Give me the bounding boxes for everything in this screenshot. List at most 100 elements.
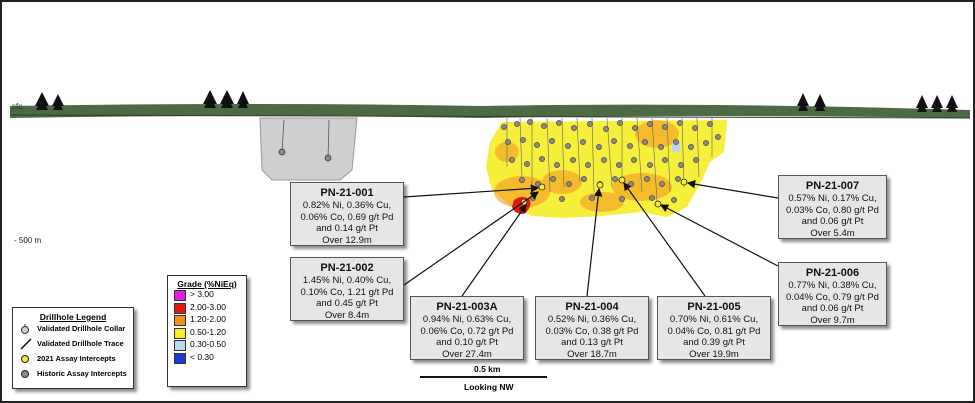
tree-icon xyxy=(237,91,249,108)
callout-line: and 0.45 g/t Pt xyxy=(316,298,378,309)
callout-pn-21-002: PN-21-002 1.45% Ni, 0.40% Cu, 0.10% Co, … xyxy=(290,257,404,321)
tree-icon xyxy=(797,93,809,111)
callout-line: Over 9.7m xyxy=(810,314,855,326)
grade-legend-title: Grade (%NiEq) xyxy=(177,279,237,289)
callout-hole-id: PN-21-005 xyxy=(687,301,741,313)
callout-line: 0.04% Co, 0.81 g/t Pd xyxy=(667,325,761,337)
historic-block-traces xyxy=(281,119,330,161)
callout-line: Over 8.4m xyxy=(324,309,370,321)
grade-legend-label: 0.50-1.20 xyxy=(190,326,226,337)
drillhole-legend-item: 2021 Assay Intercepts xyxy=(13,352,133,367)
callout-line: and 0.14 g/t Pt xyxy=(316,223,378,234)
drillhole-legend-item: Historic Assay Intercepts xyxy=(13,367,133,382)
callout-line: 0.06% Co, 0.69 g/t Pd xyxy=(300,211,394,223)
grade-legend-item: 0.30-0.50 xyxy=(168,339,246,352)
drillhole-legend-label: 2021 Assay Intercepts xyxy=(37,354,116,363)
drillhole-legend-title: Drillhole Legend xyxy=(39,312,107,322)
historic-block xyxy=(259,117,358,181)
drillhole-legend-item: Validated Drillhole Trace xyxy=(13,337,133,352)
callout-line: Over 5.4m xyxy=(810,227,855,239)
callout-pn-21-001: PN-21-001 0.82% Ni, 0.36% Cu, 0.06% Co, … xyxy=(290,182,404,246)
grade-swatch xyxy=(174,315,186,326)
callout-pn-21-007: PN-21-007 0.57% Ni, 0.17% Cu, 0.03% Co, … xyxy=(778,175,887,239)
callout-line: and 0.06 g/t Pt xyxy=(801,216,864,227)
tree-icon xyxy=(35,92,49,110)
grade-legend-item: 2.00-3.00 xyxy=(168,302,246,315)
surface-label: sfc xyxy=(12,102,23,111)
tree-icon xyxy=(52,94,64,110)
callout-line: 0.70% Ni, 0.61% Cu, xyxy=(669,314,759,325)
leader-pn-21-003a xyxy=(461,204,527,297)
grade-swatch xyxy=(174,340,186,351)
drillhole-legend-item: Validated Drillhole Collar xyxy=(13,322,133,337)
drillhole-legend: Drillhole Legend Validated Drillhole Col… xyxy=(12,307,134,389)
grade-swatch xyxy=(174,290,186,301)
yellow-dot-icon xyxy=(21,355,29,363)
callout-hole-id: PN-21-006 xyxy=(805,267,860,279)
callout-leaders xyxy=(403,180,779,297)
grade-legend-label: 2.00-3.00 xyxy=(190,301,226,312)
drillhole-legend-label: Validated Drillhole Trace xyxy=(37,339,124,348)
callout-hole-id: PN-21-001 xyxy=(320,187,374,199)
depth-label: - 500 m xyxy=(14,236,42,245)
callout-line: and 0.06 g/t Pt xyxy=(801,303,864,314)
grade-legend-item: > 3.00 xyxy=(168,289,246,302)
callout-line: 0.57% Ni, 0.17% Cu, xyxy=(788,193,877,204)
callout-line: 0.03% Co, 0.38 g/t Pd xyxy=(545,325,639,337)
grade-legend-item: < 0.30 xyxy=(168,352,246,365)
callout-hole-id: PN-21-004 xyxy=(565,301,619,313)
tree-icons xyxy=(35,90,958,112)
historic-intercept xyxy=(324,154,332,162)
historic-intercept xyxy=(278,148,286,156)
callout-line: Over 19.9m xyxy=(689,348,739,360)
callout-line: Over 18.7m xyxy=(567,348,617,360)
callout-hole-id: PN-21-007 xyxy=(805,180,860,192)
callout-line: 0.10% Co, 1.21 g/t Pd xyxy=(300,286,394,298)
callout-line: 0.82% Ni, 0.36% Cu, xyxy=(302,200,392,211)
callout-pn-21-004: PN-21-004 0.52% Ni, 0.36% Cu, 0.03% Co, … xyxy=(535,296,649,360)
callout-line: 0.06% Co, 0.72 g/t Pd xyxy=(420,325,514,337)
grade-legend-label: > 3.00 xyxy=(190,289,214,299)
callout-line: 0.94% Ni, 0.63% Cu, xyxy=(422,314,512,325)
grade-legend-label: 0.30-0.50 xyxy=(190,339,226,349)
grey-dot-icon xyxy=(21,370,29,378)
leader-pn-21-007 xyxy=(686,180,779,199)
leader-pn-21-005 xyxy=(623,182,706,297)
tree-icon xyxy=(220,90,234,108)
grade-legend-item: 1.20-2.00 xyxy=(168,314,246,327)
grade-swatch xyxy=(174,327,186,339)
trace-icon xyxy=(20,338,32,350)
callout-line: 1.45% Ni, 0.40% Cu, xyxy=(302,275,392,286)
callout-line: and 0.10 g/t Pt xyxy=(436,337,498,348)
callout-line: 0.04% Co, 0.79 g/t Pd xyxy=(786,291,879,303)
tree-icon xyxy=(814,94,826,111)
grade-swatch xyxy=(174,302,186,314)
view-direction-label: Looking NW xyxy=(464,382,514,392)
callout-line: and 0.13 g/t Pt xyxy=(561,337,623,348)
tree-icon xyxy=(931,95,943,112)
tree-icon xyxy=(203,90,217,108)
surface-line xyxy=(9,114,971,119)
tree-icon xyxy=(916,95,928,112)
callout-line: Over 27.4m xyxy=(442,348,492,360)
drillhole-legend-label: Validated Drillhole Collar xyxy=(37,324,126,333)
callout-pn-21-005: PN-21-005 0.70% Ni, 0.61% Cu, 0.04% Co, … xyxy=(657,296,771,360)
grade-legend: Grade (%NiEq) > 3.00 2.00-3.00 1.20-2.00… xyxy=(167,275,247,387)
collar-icon xyxy=(21,324,29,334)
leader-pn-21-002 xyxy=(403,191,539,286)
callout-line: 0.77% Ni, 0.38% Cu, xyxy=(788,280,877,291)
leader-pn-21-004 xyxy=(586,187,603,297)
callout-hole-id: PN-21-002 xyxy=(320,262,374,274)
callout-line: and 0.39 g/t Pt xyxy=(683,337,745,348)
leader-pn-21-006 xyxy=(659,204,779,267)
drillhole-legend-label: Historic Assay Intercepts xyxy=(37,369,127,378)
callout-line: 0.03% Co, 0.80 g/t Pd xyxy=(786,204,879,216)
leader-pn-21-001 xyxy=(403,184,540,198)
callout-line: Over 12.9m xyxy=(322,234,372,246)
grade-shell-030-050 xyxy=(672,142,680,152)
grade-legend-label: < 0.30 xyxy=(190,351,214,362)
tree-icon xyxy=(946,95,958,112)
callout-hole-id: PN-21-003A xyxy=(436,301,498,313)
